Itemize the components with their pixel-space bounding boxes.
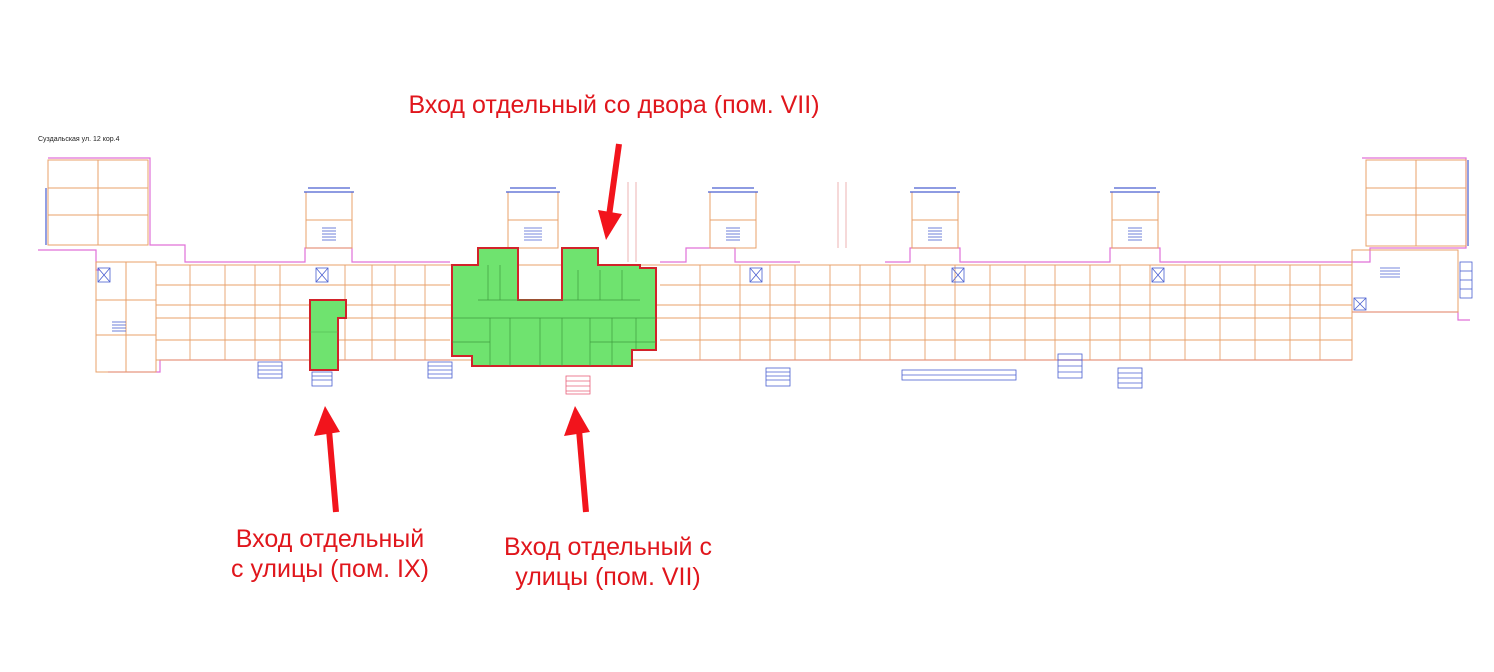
callout-ix-line2: с улицы (пом. IX) (231, 555, 429, 583)
courtyard-ramp (565, 182, 847, 395)
arrow-street-entrance-vii (564, 406, 590, 513)
callout-street-entrance-ix: Вход отдельный с улицы (пом. IX) (212, 524, 448, 584)
arrow-street-entrance-ix (314, 406, 340, 513)
callout-courtyard-line1: Вход отдельный со двора (пом. VII) (408, 91, 820, 119)
plan-address: Суздальская ул. 12 кор.4 (38, 136, 120, 143)
stairs (97, 227, 1400, 332)
callout-courtyard-entrance: Вход отдельный со двора (пом. VII) (372, 90, 856, 120)
entrance-steps (257, 261, 1473, 389)
callout-street-entrance-vii: Вход отдельный с улицы (пом. VII) (480, 532, 736, 592)
stair-tower-caps (45, 160, 1469, 246)
arrow-courtyard-entrance (598, 143, 622, 240)
callout-vii-line2: улицы (пом. VII) (515, 563, 701, 591)
room-dividers (156, 265, 1352, 360)
interior-walls (47, 159, 1467, 373)
premises-ix-highlight (309, 299, 347, 371)
premises-vii-highlight (451, 247, 657, 367)
callout-ix-line1: Вход отдельный (235, 525, 425, 553)
callout-vii-line1: Вход отдельный с (504, 533, 712, 561)
